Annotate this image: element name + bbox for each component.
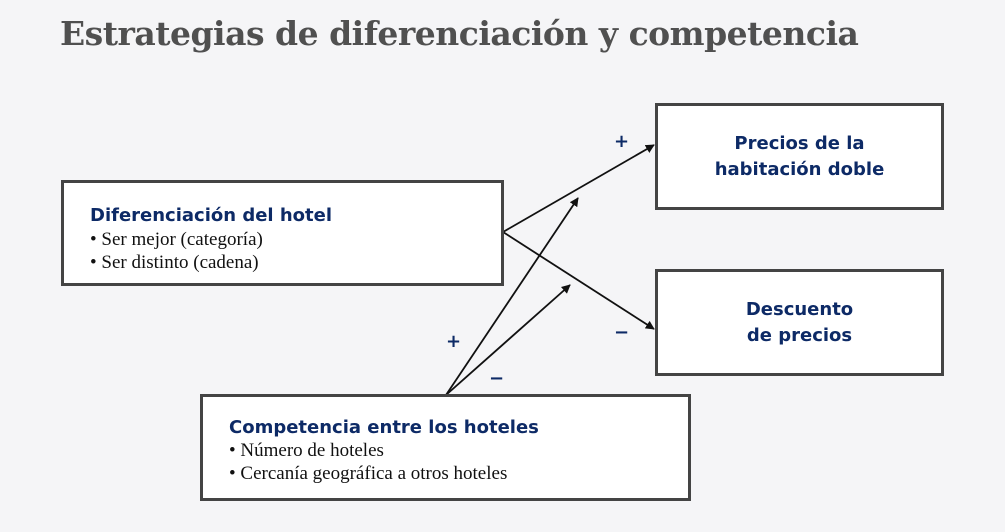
diagram-title: Estrategias de diferenciación y competen… (60, 14, 859, 53)
differentiation-item: Ser distinto (cadena) (90, 251, 501, 274)
discount-box: Descuento de precios (655, 269, 944, 376)
room-price-line2: habitación doble (714, 158, 885, 180)
plus-sign-diff-price: + (614, 131, 630, 152)
differentiation-item: Ser mejor (categoría) (90, 228, 501, 251)
differentiation-heading: Diferenciación del hotel (90, 205, 333, 226)
competition-heading: Competencia entre los hoteles (229, 417, 539, 438)
arrow-comp-to-price-effect (445, 197, 579, 396)
differentiation-box: Diferenciación del hotel Ser mejor (cate… (61, 180, 504, 286)
room-price-box: Precios de la habitación doble (655, 103, 944, 210)
arrow-diff-to-discount (502, 231, 655, 330)
plus-sign-competition: + (446, 331, 462, 352)
discount-line2: de precios (746, 324, 853, 346)
minus-sign-competition: − (489, 368, 505, 389)
arrow-comp-to-discount-effect (445, 284, 571, 396)
competition-box: Competencia entre los hoteles Número de … (200, 394, 691, 501)
room-price-line1: Precios de la (734, 132, 865, 154)
discount-line1: Descuento (745, 298, 854, 320)
competition-item: Cercanía geográfica a otros hoteles (229, 462, 688, 485)
competition-item: Número de hoteles (229, 439, 688, 462)
arrow-diff-to-price (502, 144, 655, 233)
minus-sign-diff-discount: − (614, 322, 630, 343)
